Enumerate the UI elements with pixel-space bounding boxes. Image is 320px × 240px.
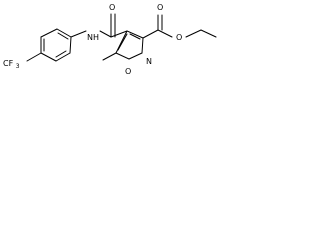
bond	[40, 28, 58, 38]
bond	[55, 52, 71, 62]
cf3-label: CF 3	[3, 59, 20, 70]
bond	[117, 33, 128, 51]
bond	[185, 29, 202, 38]
atom-labels: CF 3 NH O O O O N	[3, 3, 182, 76]
cf3-subscript: 3	[16, 63, 20, 70]
bond	[26, 52, 42, 62]
cf3-main: CF	[3, 59, 14, 68]
ring-o-label: O	[125, 67, 131, 76]
amide-nh-label: NH	[87, 33, 99, 42]
bond	[157, 29, 173, 38]
bond	[99, 30, 112, 38]
molecule-structure: CF 3 NH O O O O N	[3, 3, 217, 76]
bond	[115, 52, 130, 60]
bond	[102, 52, 117, 61]
bond-lines	[26, 13, 217, 62]
bond	[200, 29, 217, 38]
bond	[142, 29, 159, 39]
bond	[69, 36, 72, 54]
bond	[126, 30, 144, 39]
bond	[110, 30, 128, 38]
bond	[57, 32, 69, 40]
bond	[56, 28, 72, 38]
bond	[129, 33, 141, 40]
bond	[55, 50, 67, 58]
ring-n-label: N	[146, 57, 152, 66]
ester-carbonyl-o-label: O	[157, 3, 163, 12]
bond	[141, 37, 144, 54]
bond	[70, 30, 87, 38]
ester-o-label: O	[176, 33, 182, 42]
bond	[128, 52, 143, 60]
amide-carbonyl-o-label: O	[109, 3, 115, 12]
bond	[40, 52, 57, 62]
